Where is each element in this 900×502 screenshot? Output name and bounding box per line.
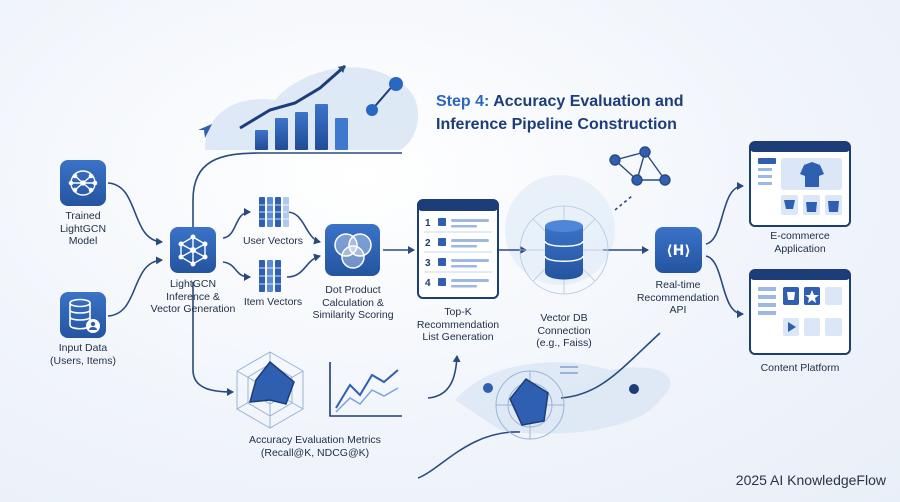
- item-vectors-icon: [259, 260, 281, 292]
- api-code-icon: ⟨H⟩: [655, 227, 702, 273]
- diagram-title: Step 4: Accuracy Evaluation and Inferenc…: [436, 90, 684, 136]
- user-vectors-icon: [259, 197, 289, 227]
- network-graph-graphic: [609, 146, 671, 186]
- decor-dot: [483, 383, 493, 393]
- input-data-label: Input Data(Users, Items): [50, 342, 116, 367]
- content-platform-window: [749, 269, 851, 355]
- content-platform-label: Content Platform: [760, 362, 840, 374]
- item-vectors-label: Item Vectors: [243, 296, 303, 308]
- metrics-label: Accuracy Evaluation Metrics(Recall@K, ND…: [249, 434, 381, 459]
- vector-db-icon: [519, 205, 609, 295]
- topk-list-window: 1 2 3 4: [417, 199, 499, 299]
- title-line-1: Accuracy Evaluation and: [493, 93, 684, 110]
- api-symbol: ⟨H⟩: [666, 243, 691, 259]
- topk-rank-1: 1: [425, 218, 431, 229]
- flow-arrows: [107, 152, 744, 479]
- topk-rank-3: 3: [425, 258, 431, 269]
- topk-rank-4: 4: [425, 278, 431, 289]
- radar-chart-graphic: [236, 351, 304, 429]
- trained-model-icon: [60, 160, 106, 206]
- venn-diagram-icon: [325, 224, 380, 276]
- decor-dot: [629, 384, 639, 394]
- title-step: Step 4:: [436, 93, 490, 110]
- title-line-2: Inference Pipeline Construction: [436, 116, 677, 133]
- line-chart-graphic: [329, 362, 402, 417]
- radar-chart-graphic-2: [495, 366, 578, 440]
- topk-rank-2: 2: [425, 238, 431, 249]
- graph-network-icon: [170, 227, 216, 273]
- user-vectors-label: User Vectors: [242, 235, 304, 247]
- growth-chart-graphic: [198, 64, 403, 150]
- footer-brand: 2025 AI KnowledgeFlow: [735, 472, 886, 488]
- database-icon: [60, 292, 106, 338]
- ecommerce-window: [749, 141, 851, 227]
